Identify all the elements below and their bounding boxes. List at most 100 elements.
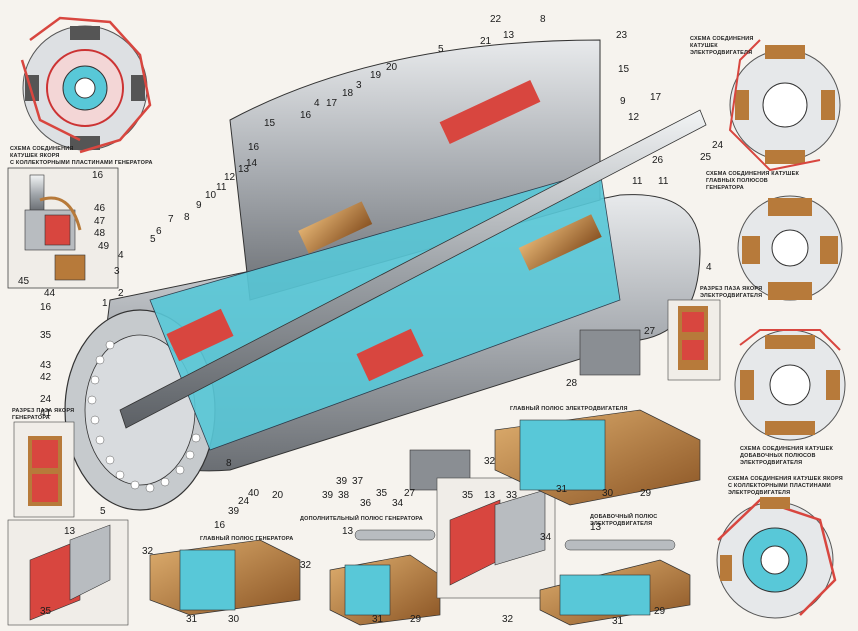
svg-text:39: 39 xyxy=(322,490,334,501)
svg-text:8: 8 xyxy=(540,14,546,25)
gen-aux-pole-panel xyxy=(329,529,441,626)
svg-text:17: 17 xyxy=(326,98,338,109)
svg-text:18: 18 xyxy=(342,88,354,99)
caption-gen-slot: РАЗРЕЗ ПАЗА ЯКОРЯ ГЕНЕРАТОРА xyxy=(12,408,74,421)
svg-text:44: 44 xyxy=(44,288,56,299)
svg-text:ЭЛЕКТРОДВИГАТЕЛЯ: ЭЛЕКТРОДВИГАТЕЛЯ xyxy=(740,460,802,466)
aux-poles-scheme xyxy=(734,329,846,441)
svg-text:3: 3 xyxy=(114,266,120,277)
svg-text:КАТУШЕК: КАТУШЕК xyxy=(690,43,718,49)
svg-text:30: 30 xyxy=(228,614,240,625)
svg-text:16: 16 xyxy=(300,110,312,121)
svg-text:39: 39 xyxy=(228,506,240,517)
svg-text:4: 4 xyxy=(118,250,124,261)
svg-text:47: 47 xyxy=(94,216,106,227)
machine-body xyxy=(64,39,707,511)
svg-text:15: 15 xyxy=(618,64,630,75)
svg-text:11: 11 xyxy=(632,176,643,187)
caption-motor-slot: РАЗРЕЗ ПАЗА ЯКОРЯ ЭЛЕКТРОДВИГАТЕЛЯ xyxy=(700,286,762,299)
svg-text:35: 35 xyxy=(40,330,52,341)
callouts-motor-aux: 13 32 31 29 xyxy=(502,522,666,627)
svg-text:46: 46 xyxy=(94,203,106,214)
svg-text:32: 32 xyxy=(300,560,312,571)
svg-text:31: 31 xyxy=(556,484,568,495)
motor-armature-scheme xyxy=(716,497,837,619)
callouts-main: 21 13 22 8 23 5 19 20 18 3 17 16 4 15 9 … xyxy=(40,14,724,531)
svg-text:20: 20 xyxy=(272,490,284,501)
svg-text:12: 12 xyxy=(224,172,236,183)
svg-text:5: 5 xyxy=(150,234,156,245)
svg-text:31: 31 xyxy=(372,614,384,625)
svg-text:ГЕНЕРАТОРА: ГЕНЕРАТОРА xyxy=(706,185,744,191)
motor-slot-inset xyxy=(667,299,721,381)
svg-text:4: 4 xyxy=(314,98,320,109)
svg-text:ГЕНЕРАТОРА: ГЕНЕРАТОРА xyxy=(12,415,50,421)
svg-text:24: 24 xyxy=(40,394,52,405)
caption-motor-main-pole: ГЛАВНЫЙ ПОЛЮС ЭЛЕКТРОДВИГАТЕЛЯ xyxy=(510,404,628,412)
brush-holder-inset xyxy=(7,167,119,289)
svg-text:13: 13 xyxy=(484,490,496,501)
svg-text:8: 8 xyxy=(184,212,190,223)
svg-text:9: 9 xyxy=(620,96,626,107)
svg-text:27: 27 xyxy=(644,326,656,337)
svg-text:19: 19 xyxy=(370,70,382,81)
svg-text:ДОБАВОЧНЫХ ПОЛЮСОВ: ДОБАВОЧНЫХ ПОЛЮСОВ xyxy=(740,453,816,459)
svg-text:ГЛАВНЫХ ПОЛЮСОВ: ГЛАВНЫХ ПОЛЮСОВ xyxy=(706,178,768,184)
callouts-gen-pole: 31 30 xyxy=(186,614,240,625)
svg-text:13: 13 xyxy=(503,30,515,41)
svg-text:1: 1 xyxy=(102,298,108,309)
svg-text:37: 37 xyxy=(352,476,364,487)
svg-text:2: 2 xyxy=(118,288,124,299)
motor-main-scheme xyxy=(728,39,841,172)
callouts-armature-slot: 35 13 33 34 xyxy=(462,490,552,543)
callouts-brush: 16 46 47 48 49 45 44 xyxy=(18,170,110,299)
svg-text:СХЕМА СОЕДИНЕНИЯ: СХЕМА СОЕДИНЕНИЯ xyxy=(690,36,754,42)
svg-text:35: 35 xyxy=(40,606,52,617)
svg-text:4: 4 xyxy=(706,262,712,273)
svg-text:33: 33 xyxy=(506,490,518,501)
svg-text:3: 3 xyxy=(356,80,362,91)
svg-text:14: 14 xyxy=(246,158,258,169)
generator-armature-scheme xyxy=(20,16,152,154)
svg-text:17: 17 xyxy=(650,92,662,103)
svg-text:С КОЛЛЕКТОРНЫМИ ПЛАСТИНАМИ ГЕН: С КОЛЛЕКТОРНЫМИ ПЛАСТИНАМИ ГЕНЕРАТОРА xyxy=(10,160,153,166)
svg-text:49: 49 xyxy=(98,241,110,252)
commutator-panel xyxy=(7,519,129,626)
svg-text:42: 42 xyxy=(40,372,52,383)
svg-text:16: 16 xyxy=(92,170,104,181)
svg-text:38: 38 xyxy=(338,490,350,501)
svg-text:РАЗРЕЗ ПАЗА ЯКОРЯ: РАЗРЕЗ ПАЗА ЯКОРЯ xyxy=(12,408,74,414)
svg-text:32: 32 xyxy=(142,546,154,557)
svg-text:41: 41 xyxy=(40,408,52,419)
svg-text:11: 11 xyxy=(658,176,669,187)
svg-text:13: 13 xyxy=(590,522,602,533)
svg-text:8: 8 xyxy=(226,458,232,469)
svg-text:45: 45 xyxy=(18,276,30,287)
svg-text:34: 34 xyxy=(392,498,404,509)
svg-text:25: 25 xyxy=(700,152,712,163)
svg-text:5: 5 xyxy=(438,44,444,55)
caption-gen-brush-scheme: СХЕМА СОЕДИНЕНИЯ КАТУШЕК ЯКОРЯ С КОЛЛЕКТ… xyxy=(10,146,153,166)
svg-text:23: 23 xyxy=(616,30,628,41)
svg-text:48: 48 xyxy=(94,228,106,239)
svg-text:7: 7 xyxy=(168,214,174,225)
motor-aux-pole-panel xyxy=(539,539,691,626)
svg-text:11: 11 xyxy=(216,182,227,193)
svg-text:ДОБАВОЧНЫЙ ПОЛЮС: ДОБАВОЧНЫЙ ПОЛЮС xyxy=(590,512,657,520)
svg-text:КАТУШЕК ЯКОРЯ: КАТУШЕК ЯКОРЯ xyxy=(10,153,60,159)
svg-text:ЭЛЕКТРОДВИГАТЕЛЯ: ЭЛЕКТРОДВИГАТЕЛЯ xyxy=(590,521,652,527)
gen-main-pole-panel xyxy=(149,539,301,616)
callouts-gen-aux: 13 32 31 29 xyxy=(300,526,422,625)
svg-text:26: 26 xyxy=(652,155,664,166)
svg-text:15: 15 xyxy=(264,118,276,129)
caption-main-poles-scheme: СХЕМА СОЕДИНЕНИЯ КАТУШЕК ГЛАВНЫХ ПОЛЮСОВ… xyxy=(706,171,799,191)
svg-text:43: 43 xyxy=(40,360,52,371)
svg-text:29: 29 xyxy=(410,614,422,625)
gen-slot-inset xyxy=(13,421,75,518)
svg-text:29: 29 xyxy=(640,488,652,499)
svg-text:24: 24 xyxy=(712,140,724,151)
motor-main-pole-panel xyxy=(494,409,701,506)
svg-text:13: 13 xyxy=(238,164,250,175)
svg-text:35: 35 xyxy=(462,490,474,501)
